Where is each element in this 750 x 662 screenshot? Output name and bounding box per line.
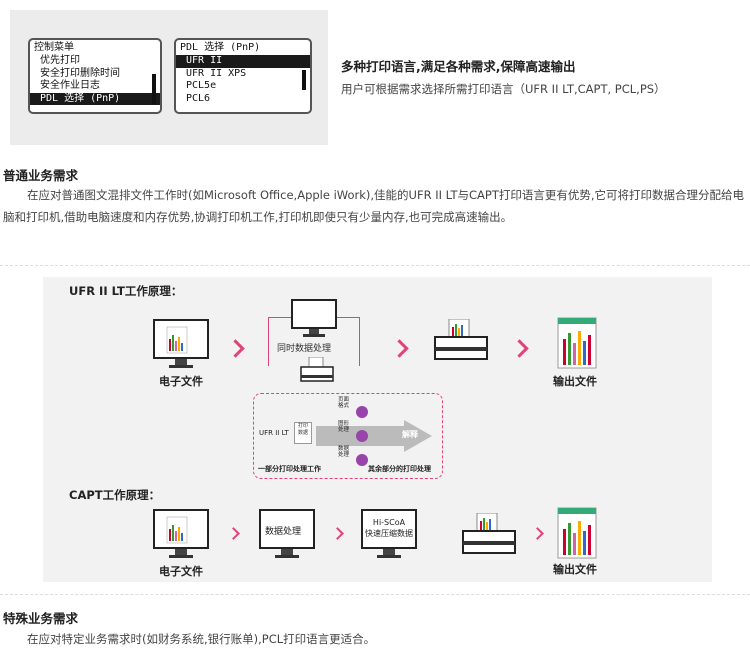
lcd-menu-item: 安全作业日志: [40, 80, 100, 91]
page-format-label: 页面 格式: [338, 397, 349, 409]
simultaneous-processing-label: 同时数据处理: [277, 344, 332, 354]
hi-scoa-subtitle: 快速压缩数据: [365, 529, 413, 538]
lcd-menu-item: UFR II XPS: [186, 67, 247, 79]
step-text: 处理: [338, 452, 350, 458]
hi-scoa-title: Hi-SCoA: [372, 518, 406, 527]
printer-icon: [462, 513, 516, 554]
feature-description: 用户可根据需求选择所需打印语言（UFR II LT,CAPT, PCL,PS）: [341, 82, 666, 96]
data-processing-label: 数据处理: [265, 527, 302, 537]
products-document-icon: [557, 507, 597, 559]
computer-monitor-icon: [153, 319, 209, 368]
special-section-body: 在应对特定业务需求时(如财务系统,银行账单),PCL打印语言更适合。: [27, 632, 376, 646]
ufr-detail-label: UFR II LT: [259, 429, 289, 437]
lcd-control-menu: 控制菜单 优先打印 安全打印删除时间 安全作业日志 PDL 选择 (PnP): [28, 38, 162, 114]
capt-heading: CAPT工作原理：: [69, 488, 161, 502]
lcd-menu-item: PCL6: [186, 92, 211, 104]
step-text: 数据: [338, 446, 350, 452]
parse-label: 解释: [402, 430, 418, 439]
graphic-process-label: 图形 处理: [338, 421, 349, 433]
lcd-menu-item-selected: UFR II: [176, 55, 310, 68]
computer-monitor-icon: [291, 299, 337, 337]
products-document-icon: [557, 317, 597, 369]
lcd-image-panel: 控制菜单 优先打印 安全打印删除时间 安全作业日志 PDL 选择 (PnP) P…: [10, 10, 328, 145]
diagram-panel: UFR II LT工作原理： 电子文件 同时数据处理 输出文件: [43, 277, 712, 582]
arrow-right-icon: [331, 527, 344, 540]
rest-processing-label: 其余部分的打印处理: [368, 465, 431, 473]
general-section-title: 普通业务需求: [3, 168, 79, 183]
arrow-right-icon: [227, 527, 240, 540]
electronic-file-label: 电子文件: [159, 375, 203, 388]
lcd-scrollbar: [152, 74, 156, 104]
arrow-right-icon: [510, 339, 529, 358]
arrow-right-icon: [390, 339, 409, 358]
step-text: 处理: [338, 427, 350, 433]
hi-scoa-label: Hi-SCoA 快速压缩数据: [363, 517, 415, 539]
general-section-body: 在应对普通图文混排文件工作时(如Microsoft Office,Apple i…: [3, 188, 745, 224]
step-text: 格式: [338, 403, 350, 409]
step-text: 页面: [338, 397, 350, 403]
lcd-pdl-menu-title: PDL 选择 (PnP): [180, 42, 261, 53]
arrow-right-icon: [531, 527, 544, 540]
lcd-menu-item: 安全打印删除时间: [40, 67, 120, 79]
printer-icon: [300, 357, 334, 382]
ufr-heading: UFR II LT工作原理：: [69, 284, 183, 298]
divider: [0, 265, 750, 266]
special-section-title: 特殊业务需求: [3, 611, 79, 626]
computer-monitor-icon: [361, 509, 417, 558]
print-data-line: 数据: [297, 430, 308, 436]
feature-title: 多种打印语言,满足各种需求,保障高速输出: [341, 59, 576, 74]
arrow-right-icon: [226, 339, 245, 358]
step-text: 图形: [338, 421, 350, 427]
lcd-menu-item: 优先打印: [40, 55, 80, 66]
processing-detail-box: UFR II LT 打印 数据 页面 格式 图形 处理 数据 处理 解释 一部分…: [253, 393, 443, 479]
part-processing-label: 一部分打印处理工作: [258, 465, 321, 473]
output-file-label: 输出文件: [553, 375, 597, 388]
computer-monitor-icon: [153, 509, 209, 558]
print-data-line: 打印: [297, 423, 308, 429]
processing-flow-graphic: [316, 406, 432, 466]
divider: [0, 594, 750, 595]
lcd-scrollbar: [302, 70, 306, 90]
electronic-file-label: 电子文件: [159, 565, 203, 578]
computer-monitor-icon: [259, 509, 315, 558]
print-data-card: 打印 数据: [294, 422, 312, 444]
lcd-pdl-menu: PDL 选择 (PnP) UFR II UFR II XPS PCL5e PCL…: [174, 38, 312, 114]
printer-icon: [434, 319, 488, 360]
lcd-control-menu-title: 控制菜单: [34, 42, 74, 53]
lcd-menu-item: PCL5e: [186, 80, 217, 91]
output-file-label: 输出文件: [553, 563, 597, 576]
lcd-menu-item-selected: PDL 选择 (PnP): [30, 92, 160, 105]
data-process-label: 数据 处理: [338, 446, 349, 458]
